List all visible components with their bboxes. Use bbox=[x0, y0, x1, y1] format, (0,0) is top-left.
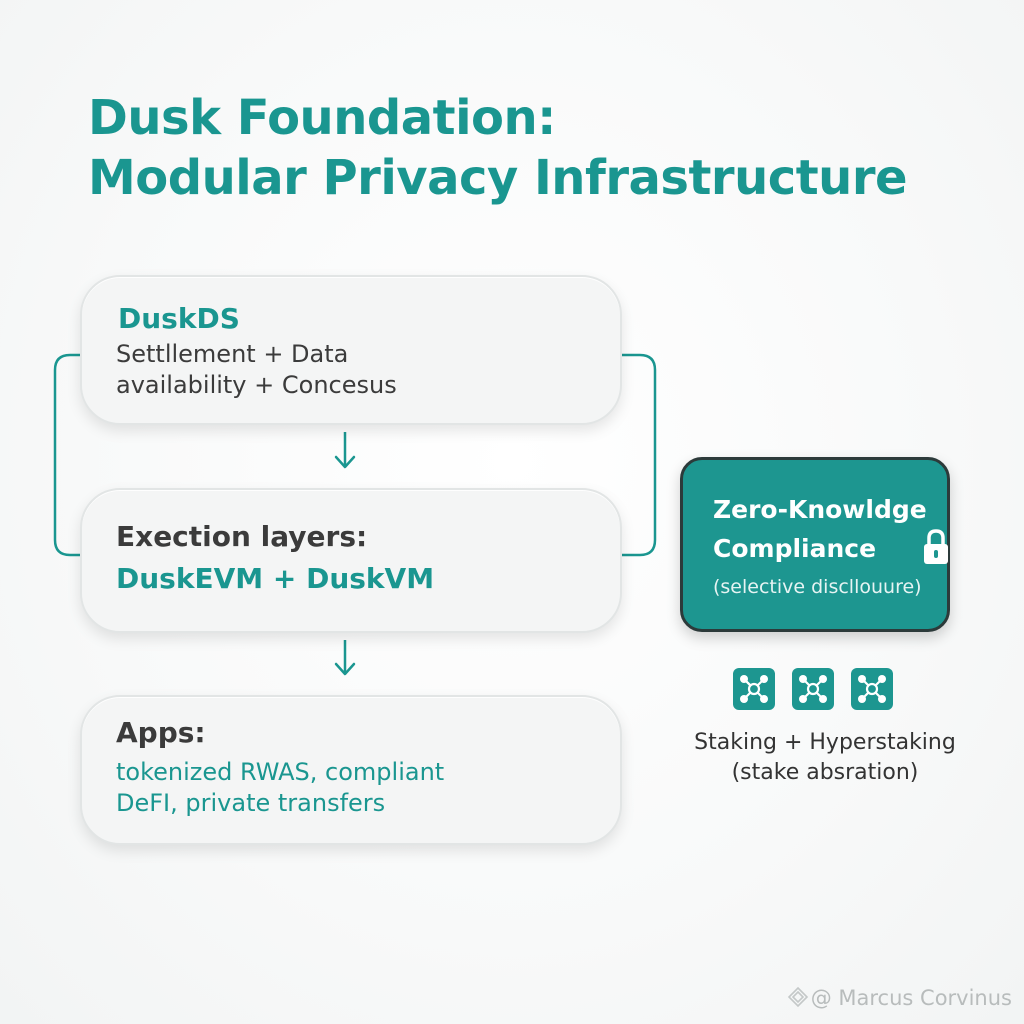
zk-title-line-1: Zero-Knowldge bbox=[713, 495, 927, 524]
execution-heading: Exection layers: bbox=[116, 520, 368, 553]
down-arrow-icon bbox=[334, 432, 356, 469]
network-node-icon bbox=[733, 668, 775, 710]
left-bracket-connector bbox=[53, 353, 80, 557]
duskds-description: Settllement + Data availability + Conces… bbox=[116, 339, 397, 401]
execution-layers-card: Exection layers: DuskEVM + DuskVM bbox=[80, 488, 622, 633]
duskds-description-line-2: availability + Concesus bbox=[116, 371, 397, 399]
zk-compliance-subtitle: (selective discllouure) bbox=[713, 576, 922, 598]
page-title: Dusk Foundation: Modular Privacy Infrast… bbox=[88, 88, 908, 208]
apps-description: tokenized RWAS, compliant DeFI, private … bbox=[116, 757, 444, 819]
watermark-logo-icon bbox=[787, 986, 808, 1008]
execution-subheading: DuskEVM + DuskVM bbox=[116, 562, 435, 595]
zk-compliance-box: Zero-Knowldge Compliance (selective disc… bbox=[680, 457, 950, 632]
lock-icon bbox=[924, 529, 948, 564]
right-bracket-connector bbox=[622, 353, 657, 557]
apps-description-line-1: tokenized RWAS, compliant bbox=[116, 758, 445, 786]
title-line-2: Modular Privacy Infrastructure bbox=[88, 150, 908, 206]
down-arrow-icon bbox=[334, 640, 356, 676]
apps-description-line-2: DeFI, private transfers bbox=[116, 789, 386, 817]
staking-label-line-1: Staking + Hyperstaking bbox=[694, 730, 956, 755]
zk-compliance-title: Zero-Knowldge Compliance bbox=[713, 490, 927, 568]
staking-label: Staking + Hyperstaking (stake absration) bbox=[660, 728, 990, 788]
network-node-icon bbox=[792, 668, 834, 710]
duskds-heading: DuskDS bbox=[118, 302, 240, 335]
author-watermark: @ Marcus Corvinus bbox=[787, 984, 1012, 1012]
staking-label-line-2: (stake absration) bbox=[731, 760, 919, 785]
watermark-text: @ Marcus Corvinus bbox=[810, 986, 1012, 1010]
staking-icons bbox=[733, 668, 903, 710]
zk-title-line-2: Compliance bbox=[713, 534, 877, 563]
apps-layer-card: Apps: tokenized RWAS, compliant DeFI, pr… bbox=[80, 695, 622, 845]
title-line-1: Dusk Foundation: bbox=[88, 90, 556, 146]
apps-heading: Apps: bbox=[116, 716, 206, 749]
network-node-icon bbox=[851, 668, 893, 710]
duskds-layer-card: DuskDS Settllement + Data availability +… bbox=[80, 275, 622, 425]
duskds-description-line-1: Settllement + Data bbox=[116, 340, 349, 368]
